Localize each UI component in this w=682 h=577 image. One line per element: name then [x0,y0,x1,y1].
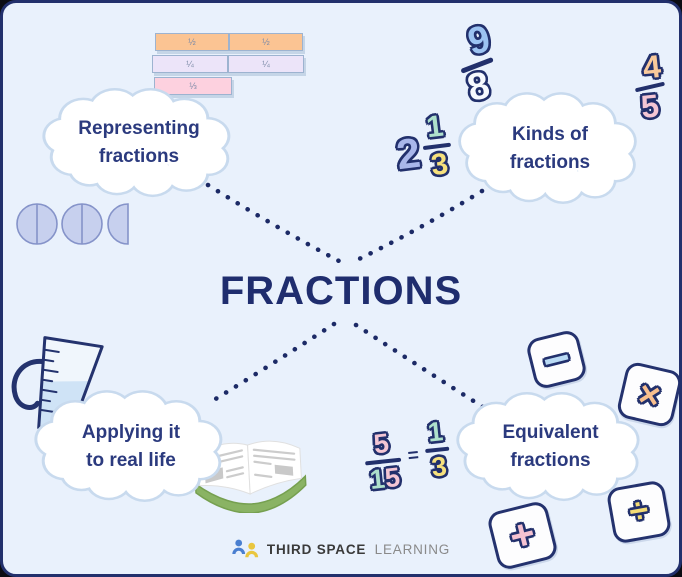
logo-text-bold: THIRD SPACE [266,541,367,557]
topic-bubble-representing-fractions: Representing fractions [39,87,239,199]
fraction-denominator: 3 [429,146,450,182]
dotted-connector-lines [205,182,486,410]
fraction-denominator: 3 [430,450,449,483]
topic-bubble-kinds-of-fractions: Kinds of fractions [455,91,645,206]
fraction-numerator: 1 [424,109,446,145]
multiply-icon: × [634,372,665,417]
equals-sign: = [406,444,420,467]
topic-label-line: to real life [86,449,176,471]
topic-label-line: Equivalent [502,422,599,444]
fraction-circles-model [16,203,129,245]
half-circle [107,203,129,245]
page-title: FRACTIONS [219,269,463,313]
divide-tile: ÷ [605,479,673,545]
fraction-denominator-digit: 5 [383,461,402,494]
fraction-bar-segment: ¼ [228,55,304,73]
cloud-shape [458,92,637,205]
divide-icon: ÷ [626,491,652,532]
topic-bubble-equivalent-fractions: Equivalent fractions [453,391,648,503]
topic-label: Kinds of fractions [455,91,645,206]
whole-number: 2 [393,128,423,179]
fraction-bar-segment: ¼ [152,55,228,73]
cloud-shape [456,392,640,502]
topic-label-line: Applying it [81,421,181,443]
fraction-bar-row-quarters: ¼ ¼ [152,55,304,73]
mixed-number-two-and-one-third: 2 1 3 [392,109,455,183]
fraction-numerator: 1 [426,416,445,448]
topic-bubble-applying-it-to-real-life: Applying it to real life [31,389,231,504]
plus-icon: + [504,508,540,561]
fraction-numerator: 4 [641,47,663,86]
logo-text-light: LEARNING [374,541,451,557]
topic-label-line: Kinds of [512,123,588,145]
connector-top-right [352,188,485,264]
minus-icon: − [537,330,576,388]
fraction-bar-segment: ½ [155,33,229,51]
topic-label: Equivalent fractions [453,391,648,503]
fraction-bar-row-third: ⅓ [154,77,232,95]
cloud-shape [34,390,223,503]
topic-label-line: fractions [98,146,180,167]
cloud-shape [42,88,231,198]
fraction-bar-segment: ½ [229,33,303,51]
topic-label: Representing fractions [39,87,239,199]
topic-label-line: fractions [509,151,591,173]
fraction-bar-segment: ⅓ [154,77,232,95]
fraction-numerator: 5 [372,427,391,460]
equivalent-fraction-equation: 5 1 5 = 1 3 [362,416,453,495]
topic-label: Applying it to real life [31,389,231,504]
logo-icon [232,539,259,558]
topic-label-line: fractions [510,450,591,471]
topic-label-line: Representing [78,118,200,140]
fraction-bar-row-halves: ½ ½ [155,33,303,51]
third-space-learning-logo: THIRD SPACE LEARNING [232,538,450,561]
